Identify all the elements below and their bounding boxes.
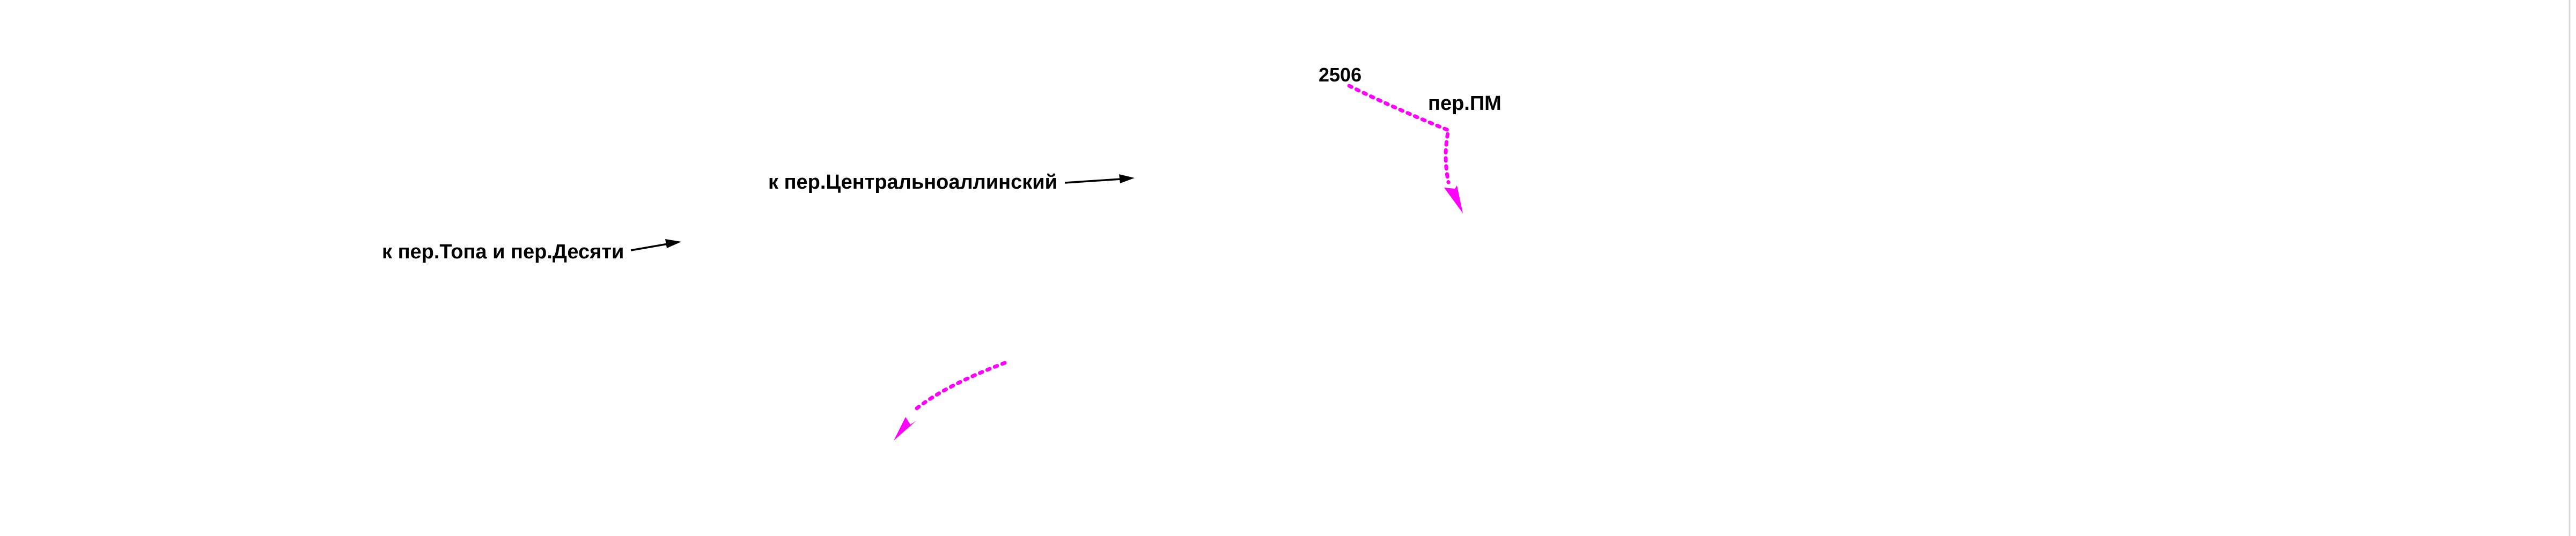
arrow-centralnoallinsky bbox=[1064, 174, 1135, 184]
label-2506: 2506 bbox=[1319, 64, 1361, 86]
label-topa-desyati: к пер.Топа и пер.Десяти bbox=[382, 241, 624, 263]
arrow-topa-desyati bbox=[630, 239, 681, 251]
label-pm: пер.ПМ bbox=[1428, 92, 1502, 115]
dotted-route-upper bbox=[1347, 84, 1463, 213]
dotted-route-lower bbox=[894, 361, 1007, 441]
label-centralnoallinsky: к пер.Центральноаллинский bbox=[768, 171, 1057, 193]
